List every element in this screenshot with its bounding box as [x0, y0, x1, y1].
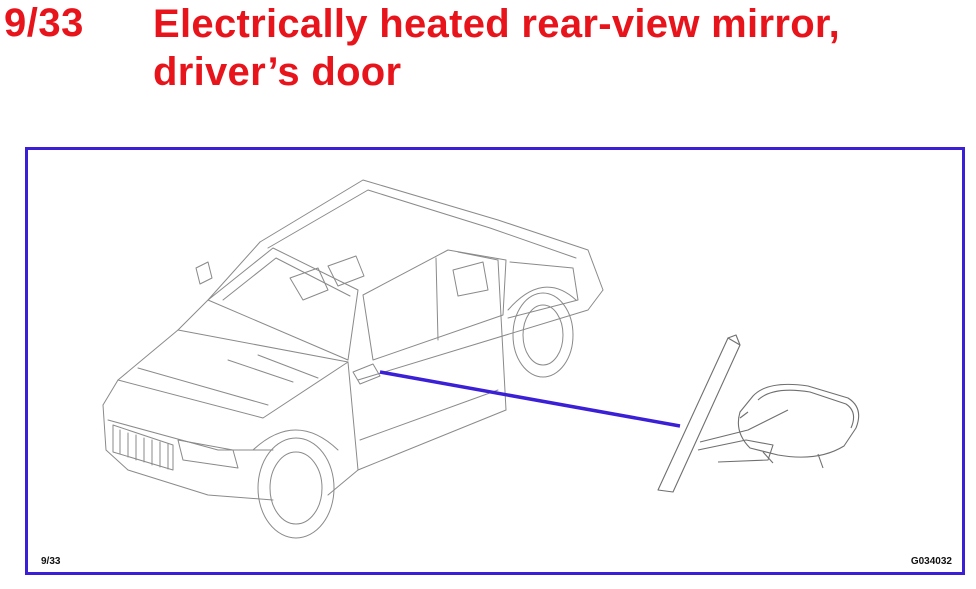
car-mirror-illustration: [102, 179, 860, 539]
figure-caption-slide-number: 9/33: [41, 556, 61, 567]
slide-number: 9/33: [4, 1, 84, 45]
figure-caption-reference-code: G034032: [910, 556, 952, 567]
slide-title: Electrically heated rear-view mirror, dr…: [153, 2, 840, 94]
illustration-frame: 9/33 G034032: [25, 147, 965, 575]
callout-line: [379, 370, 681, 428]
car-line-drawing: [102, 179, 604, 539]
mirror-detail-drawing: [657, 334, 860, 493]
